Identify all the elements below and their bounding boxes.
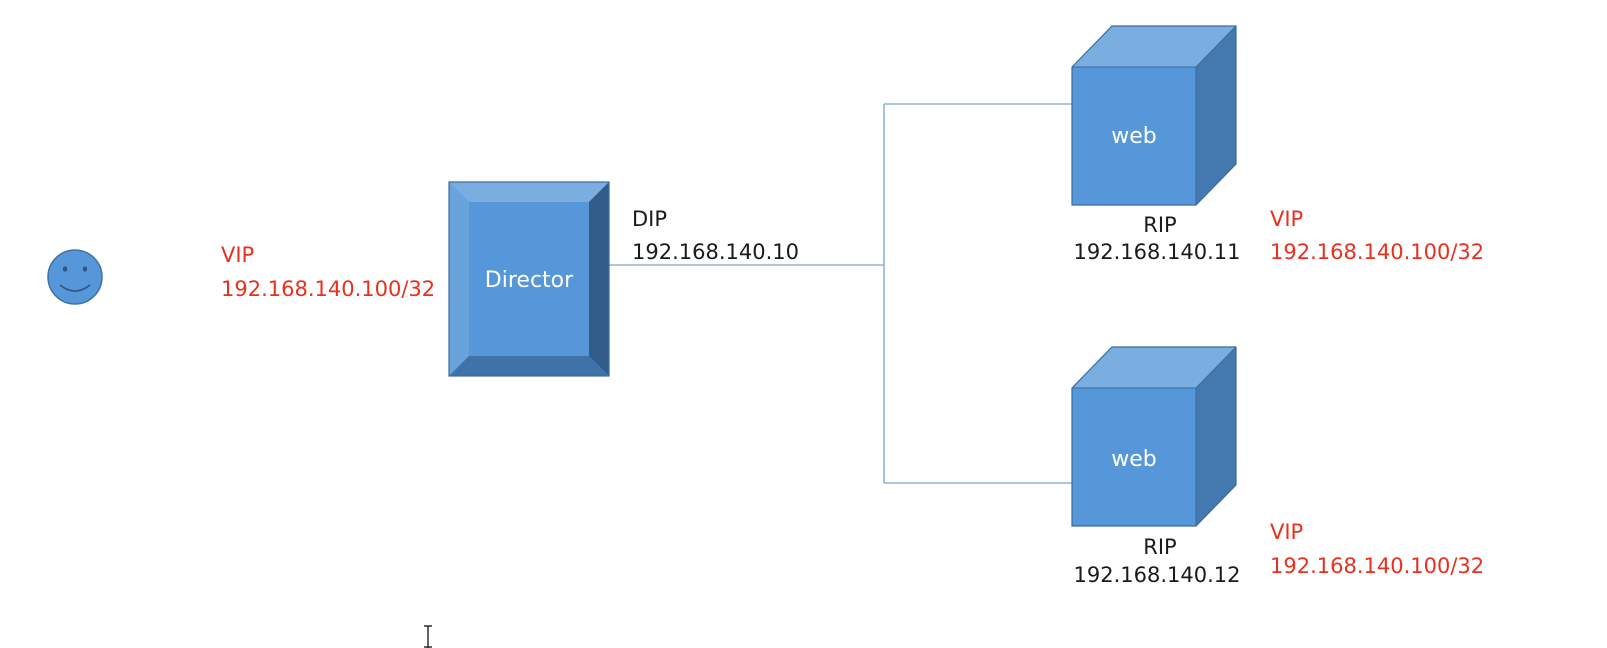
web-server-2-label: web xyxy=(1111,447,1157,472)
web-server-1-cube xyxy=(1071,25,1237,206)
director-label: Director xyxy=(485,268,574,293)
client-smiley-icon xyxy=(47,249,103,305)
director-box xyxy=(448,181,610,377)
web-server-2-rip-address: 192.168.140.12 xyxy=(1074,563,1241,587)
dip-label: DIP xyxy=(632,207,667,231)
web-server-2-vip-label: VIP xyxy=(1270,520,1303,544)
web-server-2-vip-address: 192.168.140.100/32 xyxy=(1270,554,1484,578)
web-server-1-rip-label: RIP xyxy=(1143,213,1176,237)
web-server-1-rip-address: 192.168.140.11 xyxy=(1074,240,1241,264)
connection-lines xyxy=(609,103,1072,484)
client-vip-label: VIP xyxy=(221,243,254,267)
web-server-2-cube xyxy=(1071,346,1237,527)
web-server-1-vip-label: VIP xyxy=(1270,207,1303,231)
web-server-1-vip-address: 192.168.140.100/32 xyxy=(1270,240,1484,264)
dip-address: 192.168.140.10 xyxy=(632,240,799,264)
client-vip-address: 192.168.140.100/32 xyxy=(221,277,435,301)
text-cursor-icon xyxy=(424,625,432,648)
web-server-2-rip-label: RIP xyxy=(1143,535,1176,559)
web-server-1-label: web xyxy=(1111,124,1157,149)
